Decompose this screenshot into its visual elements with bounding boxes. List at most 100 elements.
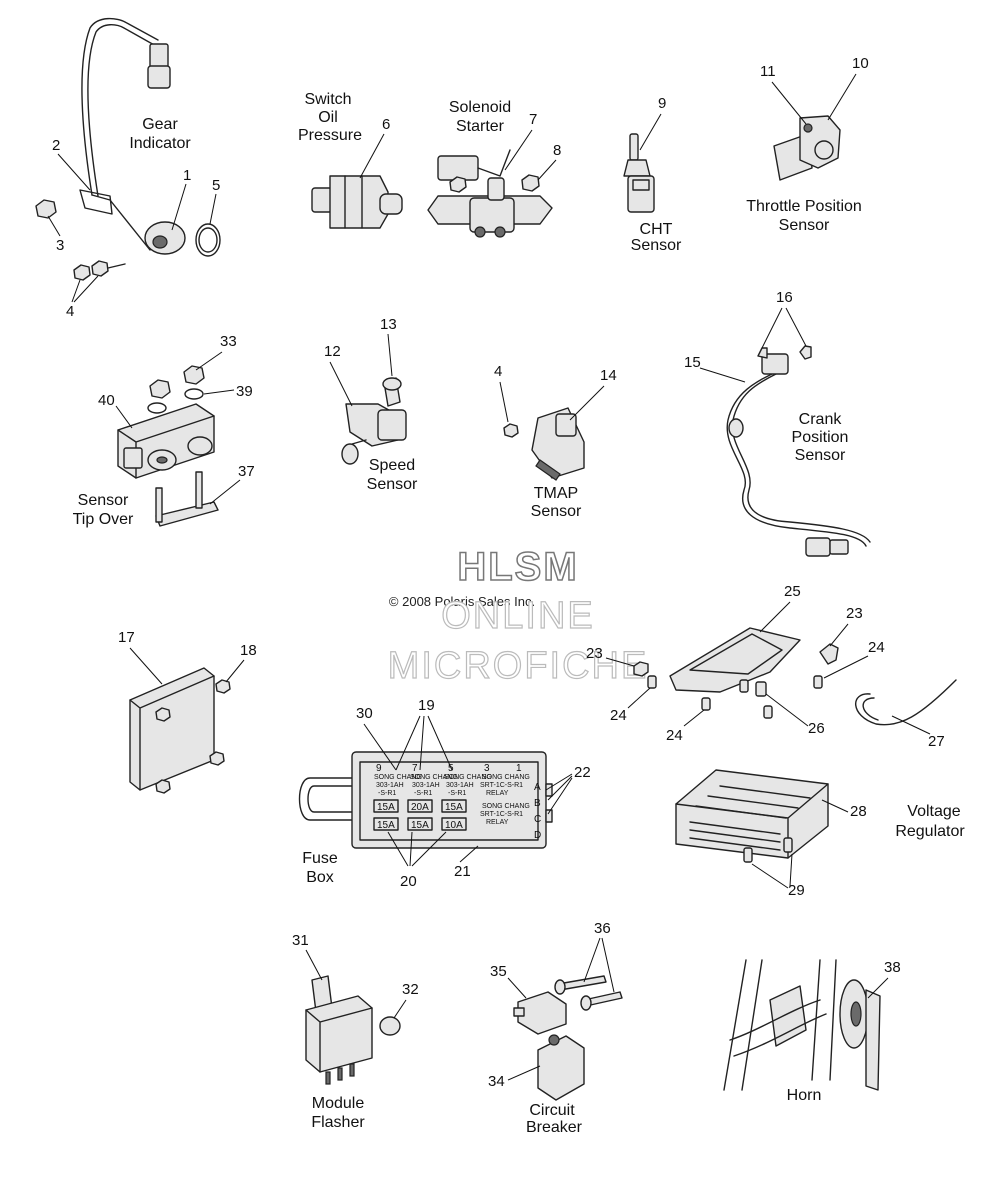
svg-text:Sensor: Sensor (779, 217, 830, 234)
callout-40: 40 (98, 392, 115, 409)
callout-24b: 24 (610, 707, 627, 724)
callout-8: 8 (553, 142, 561, 159)
leader-line (639, 113, 662, 151)
leader-line (759, 601, 791, 633)
watermark: HLSM © 2008 Polaris Sales Inc. ONLINE MI… (387, 544, 647, 687)
callout-29: 29 (788, 882, 805, 899)
callout-19: 19 (418, 697, 435, 714)
callout-4b: 4 (494, 363, 502, 380)
svg-text:Sensor: Sensor (631, 237, 682, 254)
callout-21: 21 (454, 863, 471, 880)
callout-26: 26 (808, 720, 825, 737)
throttle-position-sensor (773, 115, 841, 181)
svg-text:SRT-1C-S-R1: SRT-1C-S-R1 (480, 811, 523, 818)
svg-text:SONG CHANG: SONG CHANG (410, 774, 458, 781)
callout-6: 6 (382, 116, 390, 133)
sensor-tip-over-label: Sensor Tip Over (73, 492, 134, 528)
leader-line (569, 385, 605, 421)
leader-line (699, 367, 746, 383)
svg-text:B: B (534, 798, 541, 809)
svg-text:Sensor: Sensor (367, 476, 418, 493)
callout-22: 22 (574, 764, 591, 781)
svg-text:Horn: Horn (787, 1087, 822, 1104)
callout-34: 34 (488, 1073, 505, 1090)
callout-14: 14 (600, 367, 617, 384)
callout-27: 27 (928, 733, 945, 750)
svg-text:15A: 15A (377, 820, 395, 831)
leader-line (583, 937, 615, 993)
callout-31: 31 (292, 932, 309, 949)
solenoid-starter-label: Solenoid Starter (449, 99, 511, 135)
svg-text:20A: 20A (411, 802, 429, 813)
mounting-bracket (633, 627, 957, 726)
svg-text:Voltage: Voltage (907, 803, 960, 820)
leader-line (507, 977, 527, 999)
svg-text:15A: 15A (445, 802, 463, 813)
leader-line (751, 853, 793, 889)
circuit-breaker-label: Circuit Breaker (526, 1102, 583, 1136)
svg-text:1: 1 (516, 763, 522, 774)
svg-text:RELAY: RELAY (486, 790, 509, 797)
leader-line (203, 389, 235, 395)
callout-10: 10 (852, 55, 869, 72)
leader-line (829, 623, 849, 647)
callout-5: 5 (212, 177, 220, 194)
callout-2: 2 (52, 137, 60, 154)
leader-line (129, 647, 163, 685)
leader-line (605, 657, 635, 667)
svg-text:Tip Over: Tip Over (73, 511, 134, 528)
tmap-sensor (503, 407, 585, 481)
cht-sensor-label: CHT Sensor (631, 221, 682, 254)
svg-text:Pressure: Pressure (298, 127, 362, 144)
leader-line (195, 351, 223, 371)
svg-text:9: 9 (376, 763, 382, 774)
svg-text:10A: 10A (445, 820, 463, 831)
crank-position-sensor (726, 345, 871, 557)
svg-text:A: A (534, 782, 541, 793)
relay-labels: SONG CHANG 303-1AH -S-R1 SONG CHANG 303-… (374, 774, 530, 826)
svg-text:303-1AH: 303-1AH (376, 782, 404, 789)
callout-23b: 23 (586, 645, 603, 662)
leader-line (867, 977, 889, 999)
leader-line (387, 831, 447, 867)
leader-line (57, 153, 91, 191)
throttle-position-sensor-label: Throttle Position Sensor (746, 198, 862, 234)
svg-text:CHT: CHT (640, 221, 673, 238)
callout-24: 24 (868, 639, 885, 656)
leader-line (821, 799, 849, 813)
callout-25: 25 (784, 583, 801, 600)
svg-text:15A: 15A (411, 820, 429, 831)
callout-24c: 24 (666, 727, 683, 744)
callout-17: 17 (118, 629, 135, 646)
leader-line (771, 81, 807, 125)
cht-sensor (623, 133, 655, 213)
callout-4: 4 (66, 303, 74, 320)
fuse-box-label: Fuse Box (302, 850, 338, 886)
svg-text:C: C (534, 814, 541, 825)
svg-text:Breaker: Breaker (526, 1119, 583, 1136)
leader-line (765, 693, 809, 727)
svg-text:Flasher: Flasher (311, 1114, 365, 1131)
leader-line (545, 773, 573, 815)
svg-text:SRT-1C-S-R1: SRT-1C-S-R1 (480, 782, 523, 789)
callout-7: 7 (529, 111, 537, 128)
voltage-regulator-label: Voltage Regulator (895, 803, 965, 840)
leader-line (329, 361, 353, 407)
svg-text:-S-R1: -S-R1 (378, 790, 396, 797)
callout-35: 35 (490, 963, 507, 980)
svg-text:15A: 15A (377, 802, 395, 813)
svg-text:Throttle Position: Throttle Position (746, 198, 862, 215)
svg-text:Regulator: Regulator (895, 823, 965, 840)
leader-line (115, 405, 133, 429)
callout-9: 9 (658, 95, 666, 112)
svg-text:Fuse: Fuse (302, 850, 338, 867)
callout-20: 20 (400, 873, 417, 890)
voltage-regulator (675, 769, 829, 863)
svg-text:Switch: Switch (304, 91, 351, 108)
svg-text:Sensor: Sensor (531, 503, 582, 520)
watermark-hlsm: HLSM (457, 545, 578, 589)
leader-line (827, 73, 857, 121)
svg-text:Indicator: Indicator (129, 135, 191, 152)
callout-3: 3 (56, 237, 64, 254)
